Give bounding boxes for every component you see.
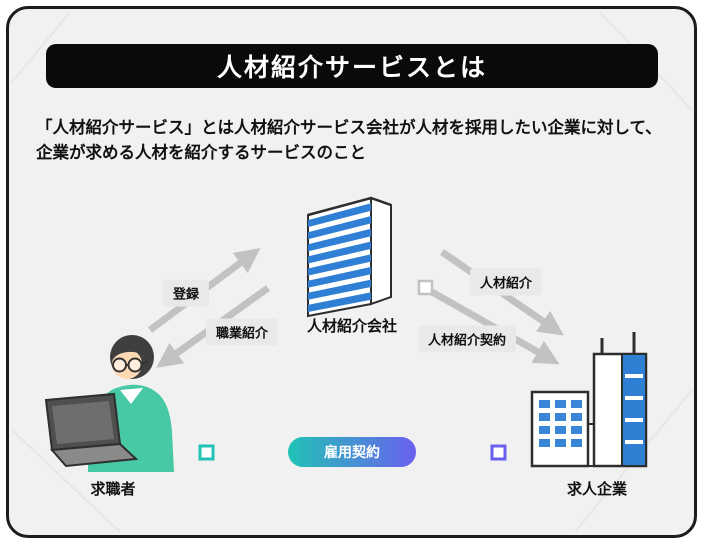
employment-contract-label: 雇用契約 (288, 437, 416, 467)
job-referral-arrow-label: 職業紹介 (205, 318, 279, 346)
connector-square-left (198, 444, 215, 461)
referral-contract-arrow (417, 279, 560, 365)
description-line-2: 企業が求める人材を紹介するサービスのこと (36, 143, 366, 162)
description-line-1: 「人材紹介サービス」とは人材紹介サービス会社が人材を採用したい企業に対して、 (36, 119, 662, 137)
registration-arrow-label: 登録 (162, 279, 210, 307)
job-seeker-illustration (44, 335, 174, 472)
description-text: 「人材紹介サービス」とは人材紹介サービス会社が人材を採用したい企業に対して、 企… (36, 116, 681, 166)
referral-contract-arrow-label: 人材紹介契約 (417, 325, 517, 353)
talent-referral-arrow-label: 人材紹介 (469, 268, 543, 296)
page-title: 人材紹介サービスとは (216, 54, 487, 82)
glasses (112, 357, 149, 373)
hiring-company-label: 求人企業 (566, 481, 628, 498)
agency-label: 人材紹介会社 (306, 318, 398, 335)
connector-square-right (490, 444, 507, 461)
connector-square-top (417, 279, 434, 296)
title-banner: 人材紹介サービスとは (46, 44, 658, 88)
agency-building-illustration (307, 196, 392, 318)
laptop-base (49, 442, 139, 468)
job-seeker-label: 求職者 (90, 481, 136, 498)
hiring-company-illustration (530, 332, 648, 468)
